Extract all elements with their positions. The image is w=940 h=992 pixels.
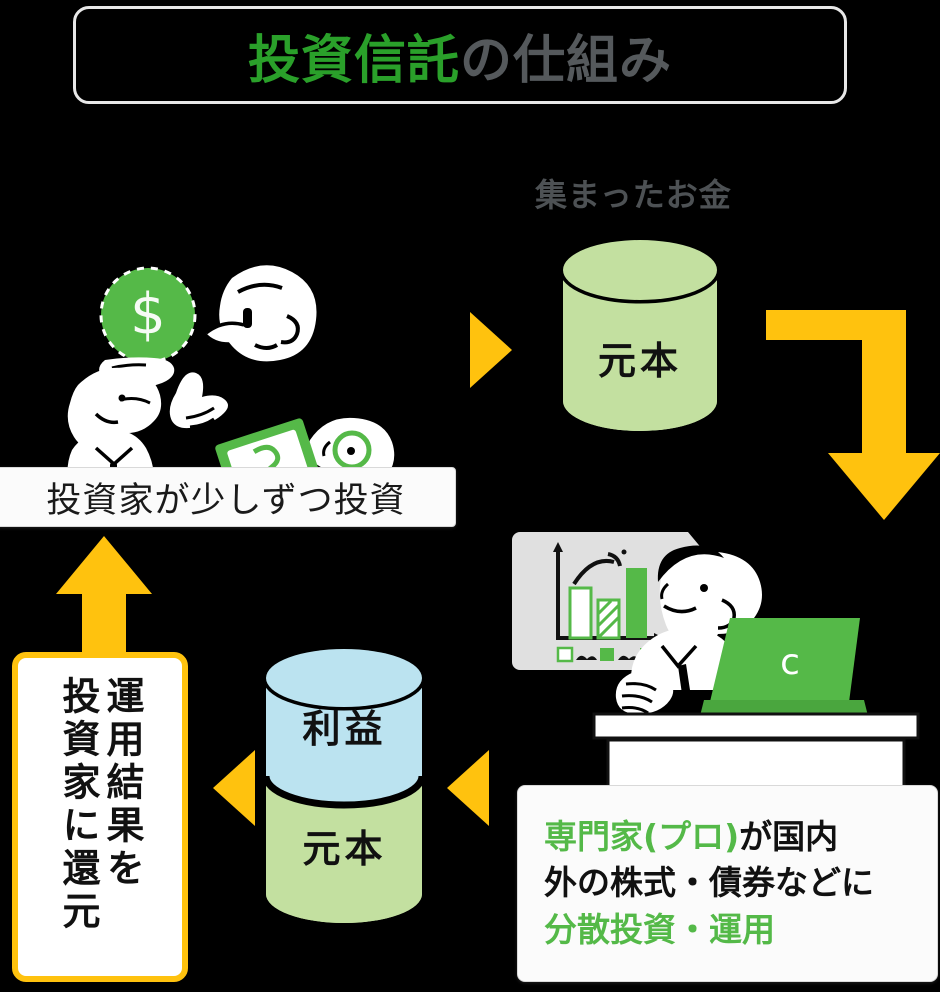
investors-caption-text: 投資家が少しずつ投資 [46, 480, 406, 521]
return-box-line-1: 運用結果を [100, 676, 144, 891]
pro-line-2-rest: 外の株式・債券などに [544, 863, 874, 903]
return-to-investors-box: 運用結果を 投資家に還元 [12, 652, 188, 982]
title-accent: 投資信託 [247, 30, 460, 91]
pro-line-1-rest: が国内 [739, 816, 839, 856]
pro-line-1: 専門家(プロ)が国内 [544, 815, 911, 860]
arrow-investors-to-pot-icon [470, 312, 512, 388]
pointing-hand [169, 372, 228, 429]
investors-caption-box: 投資家が少しずつ投資 [0, 467, 456, 527]
desk [592, 712, 920, 790]
arrow-pot-to-manager-icon [766, 308, 940, 524]
person-face-top [204, 265, 317, 362]
return-box-line-2: 投資家に還元 [56, 676, 100, 934]
title-box: 投資信託の仕組み [73, 6, 847, 104]
arrow-return-to-investors-icon [56, 536, 152, 668]
person-left [67, 367, 162, 475]
page-title: 投資信託の仕組み [248, 18, 672, 93]
result-cylinder-profit-label: 利益 [302, 707, 387, 751]
pro-line-1-accent: 専門家(プロ) [544, 816, 740, 856]
svg-text:$: $ [130, 282, 166, 347]
fund-manager-illustration: c [512, 528, 940, 790]
pro-line-3-accent: 分散投資・運用 [544, 909, 775, 949]
person-right [215, 417, 395, 475]
result-cylinder-principal-label: 元本 [302, 827, 387, 871]
coin-icon: $ [99, 266, 197, 364]
arrow-result-to-return-box-icon [213, 750, 255, 826]
laptop-logo-text: c [780, 642, 800, 683]
pro-line-2: 外の株式・債券などに [544, 861, 911, 906]
principal-cylinder: 元本 [559, 238, 721, 433]
principal-cylinder-label: 元本 [597, 339, 682, 383]
arrow-manager-to-result-icon [447, 750, 489, 826]
laptop-icon: c [700, 618, 868, 716]
title-rest: の仕組み [460, 30, 673, 91]
pro-line-3: 分散投資・運用 [544, 908, 911, 953]
collected-money-caption: 集まったお金 [535, 176, 732, 214]
fund-manager-description-box: 専門家(プロ)が国内 外の株式・債券などに 分散投資・運用 [517, 785, 938, 982]
result-cylinder: 利益 元本 [262, 646, 427, 926]
investors-illustration: $ [0, 130, 460, 475]
